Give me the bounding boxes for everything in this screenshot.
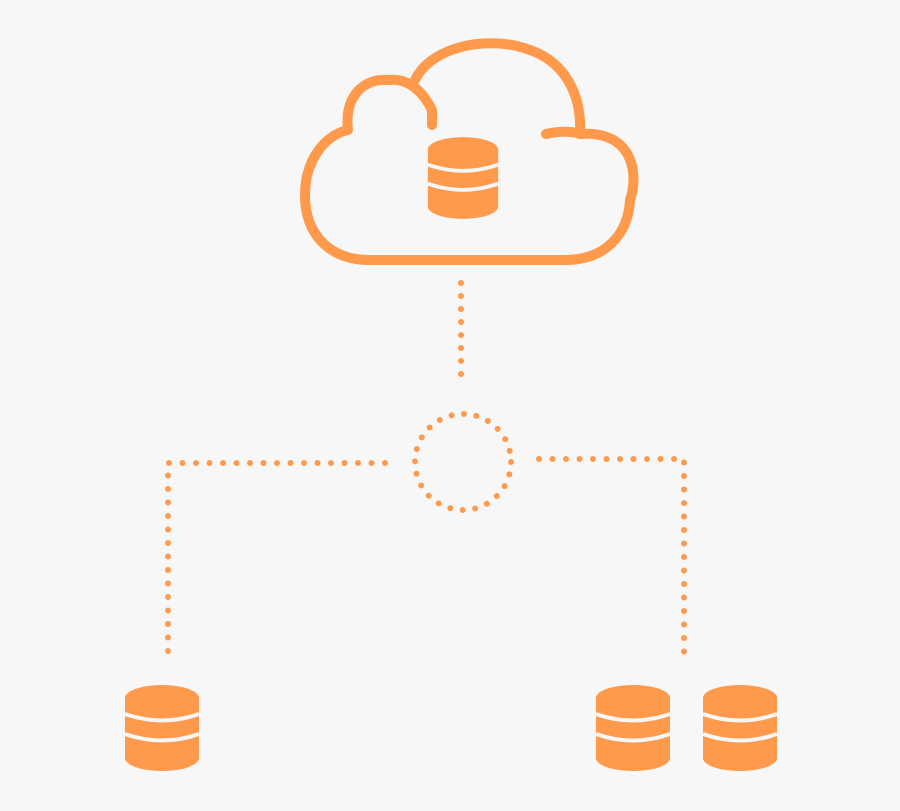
cloud-database-icon [425, 135, 501, 221]
right-database-1-icon [594, 683, 672, 773]
hub-circle-icon [412, 411, 514, 513]
hub-to-right-connector [536, 456, 687, 663]
left-database-icon [123, 683, 201, 773]
right-database-2-icon [701, 683, 779, 773]
cloud-icon [300, 38, 639, 265]
hub-to-left-connector [165, 460, 388, 666]
